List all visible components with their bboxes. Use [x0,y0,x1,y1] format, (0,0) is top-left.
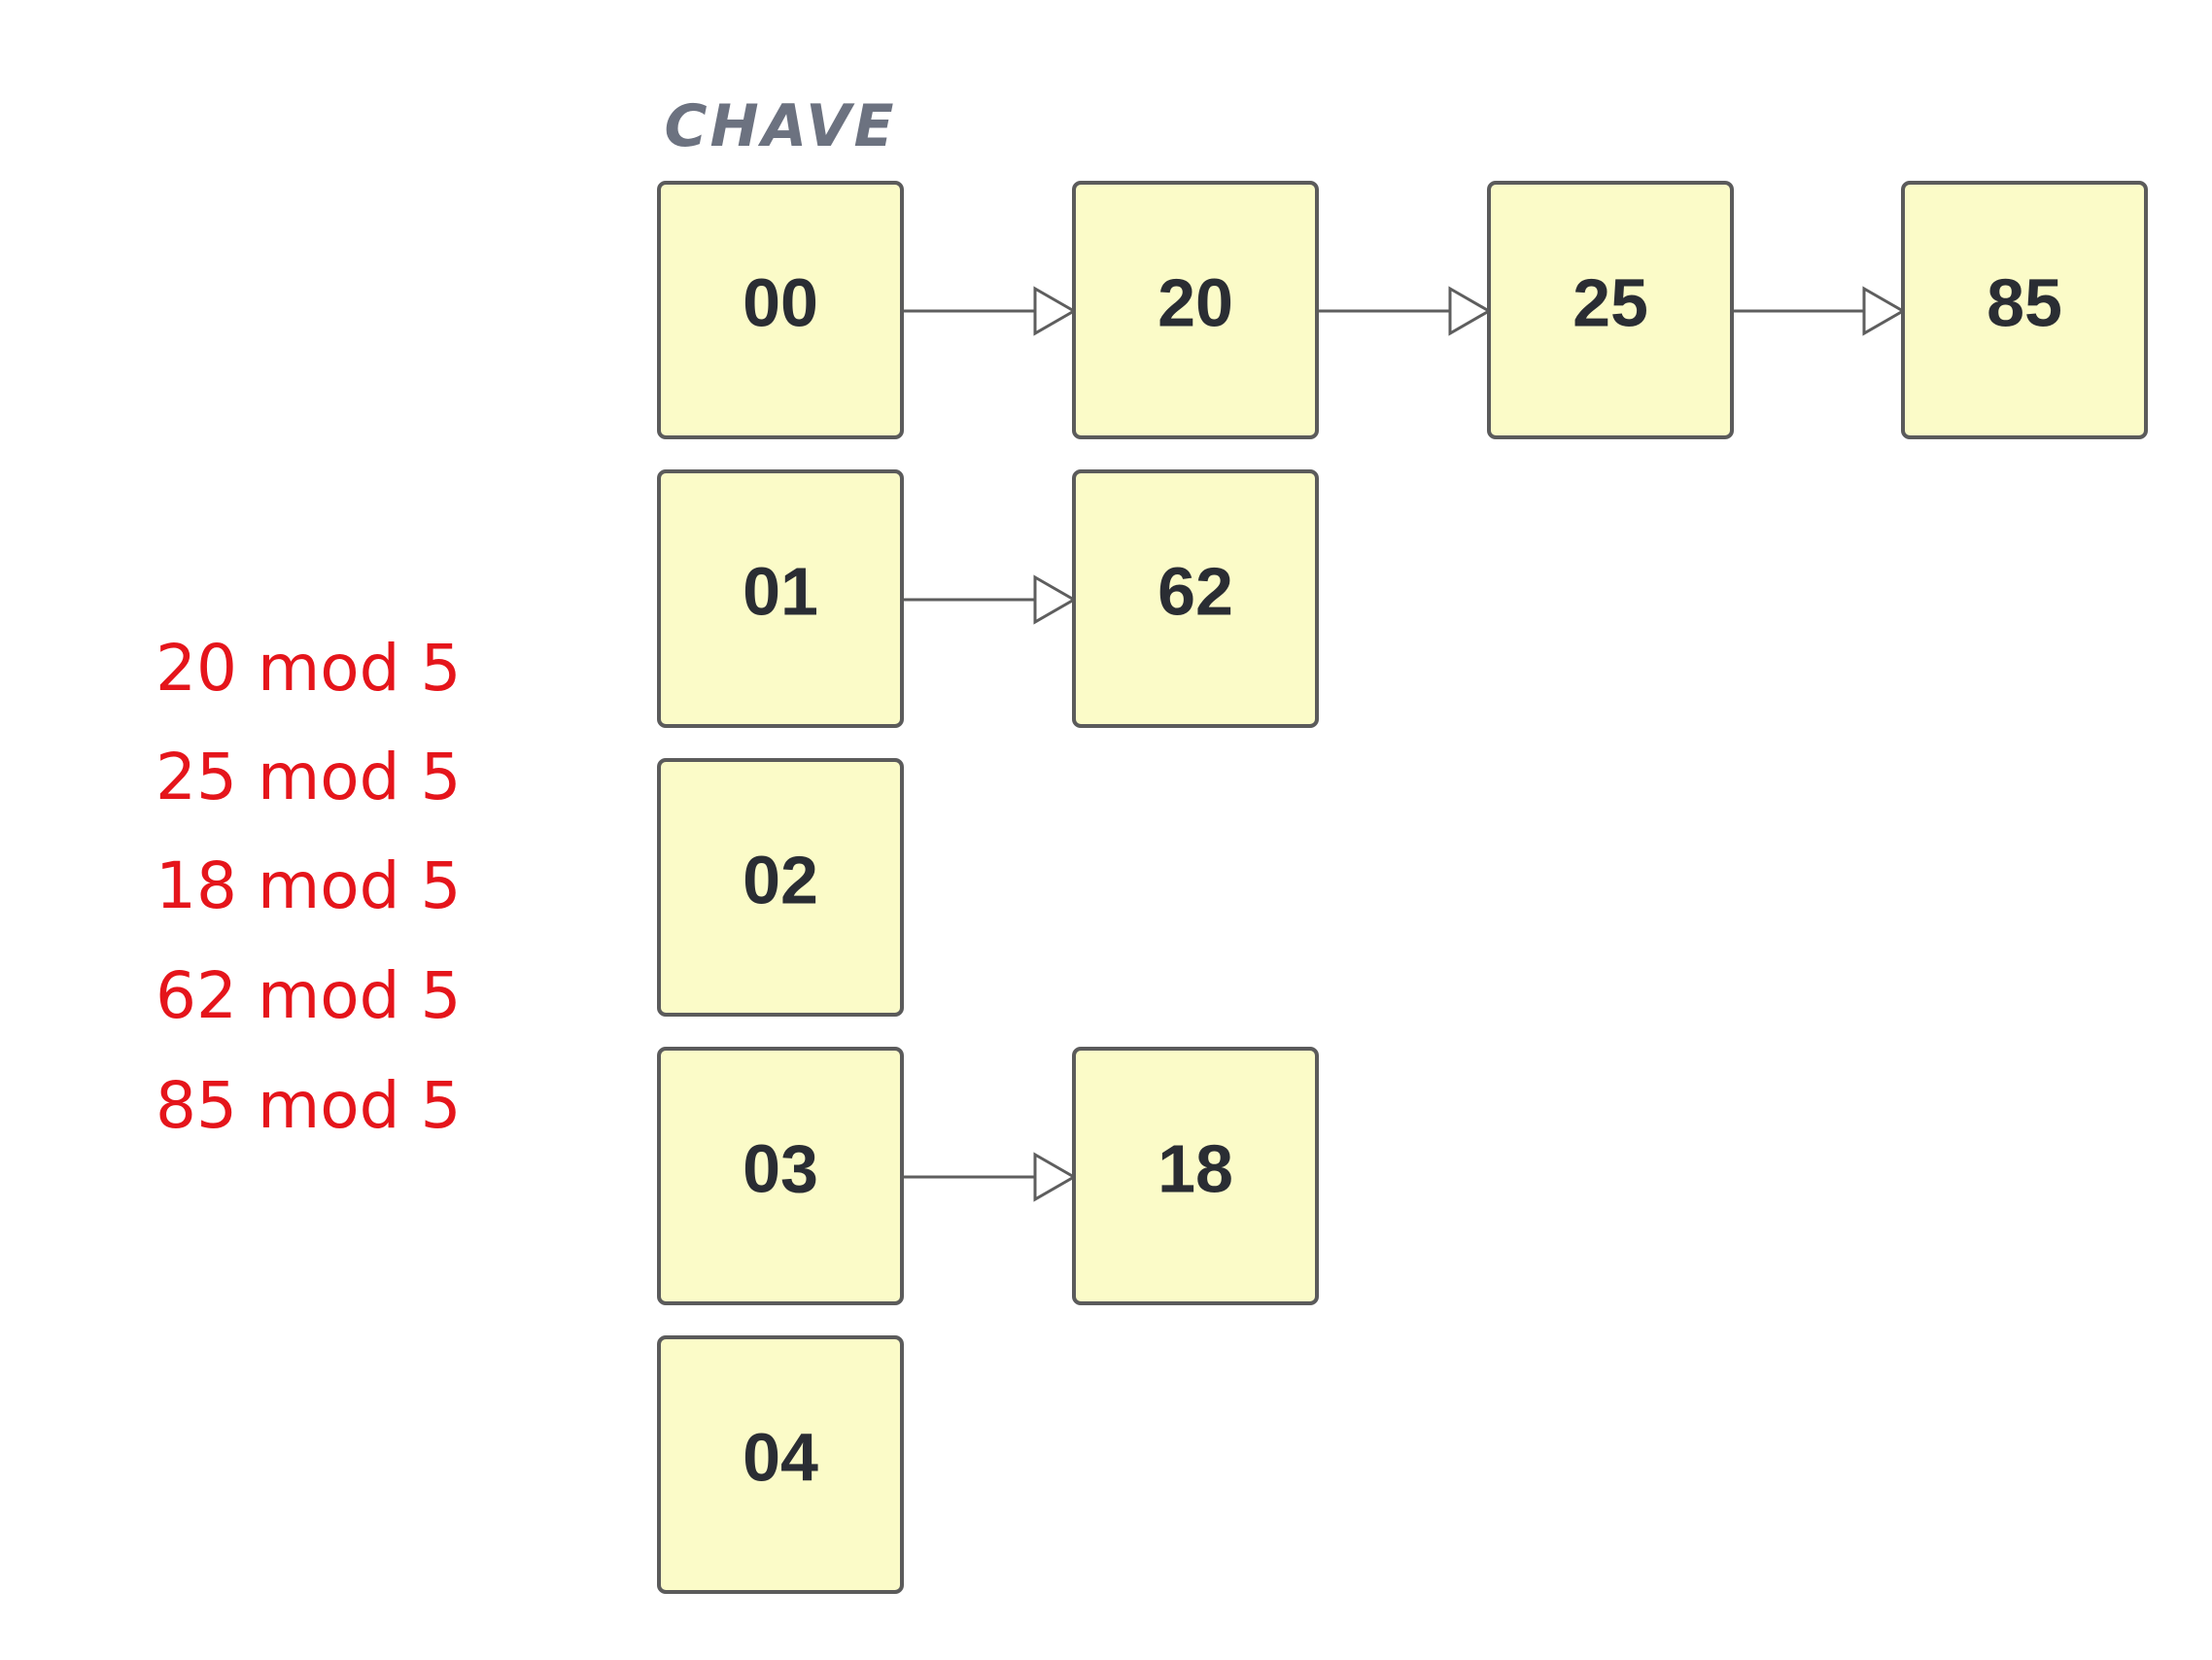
mod-expression: 18 mod 5 [156,848,462,923]
bucket-key-node-label: 01 [743,553,818,629]
chain-value-node-box [1072,181,1319,439]
chain-arrow [902,286,1078,336]
arrow-head-icon [1033,574,1078,625]
bucket-key-node-label: 03 [743,1130,818,1206]
arrow-head-icon [1448,286,1493,336]
bucket-key-node-box [657,1335,904,1594]
bucket-key-node: 00 [657,181,904,439]
chain-value-node-label: 62 [1158,553,1233,629]
chain-value-node-box [1072,469,1319,728]
chain-arrow [1732,286,1907,336]
bucket-key-node: 01 [657,469,904,728]
arrow-head-icon [1862,286,1907,336]
bucket-key-node-label: 04 [743,1419,818,1495]
mod-expression: 62 mod 5 [156,958,462,1033]
chain-value-node: 25 [1487,181,1734,439]
chain-value-node-box [1487,181,1734,439]
connectors-layer [902,286,1907,1202]
mod-expression: 20 mod 5 [156,631,462,706]
chain-arrow [902,1152,1078,1202]
bucket-key-node: 02 [657,758,904,1017]
bucket-key-node-box [657,469,904,728]
chain-value-node-label: 18 [1158,1130,1233,1206]
header-label: CHAVE [664,92,896,160]
chain-value-node: 62 [1072,469,1319,728]
bucket-key-node-label: 02 [743,842,818,917]
chain-arrow [902,574,1078,625]
arrow-head-icon [1033,1152,1078,1202]
chain-value-node: 20 [1072,181,1319,439]
nodes-layer: 00 20 25 85 01 62 02 03 18 04 [657,181,2148,1594]
chain-value-node-label: 25 [1573,264,1648,340]
chain-value-node: 18 [1072,1047,1319,1305]
chain-value-node-box [1072,1047,1319,1305]
chain-value-node: 85 [1901,181,2148,439]
mod-expression: 85 mod 5 [156,1068,462,1143]
bucket-key-node-box [657,181,904,439]
arrow-head-icon [1033,286,1078,336]
chain-value-node-label: 20 [1158,264,1233,340]
mod-expression: 25 mod 5 [156,740,462,814]
chain-value-node-label: 85 [1987,264,2062,340]
chain-value-node-box [1901,181,2148,439]
bucket-key-node-box [657,758,904,1017]
bucket-key-node: 04 [657,1335,904,1594]
chain-arrow [1317,286,1493,336]
bucket-key-node-label: 00 [743,264,818,340]
bucket-key-node-box [657,1047,904,1305]
bucket-key-node: 03 [657,1047,904,1305]
